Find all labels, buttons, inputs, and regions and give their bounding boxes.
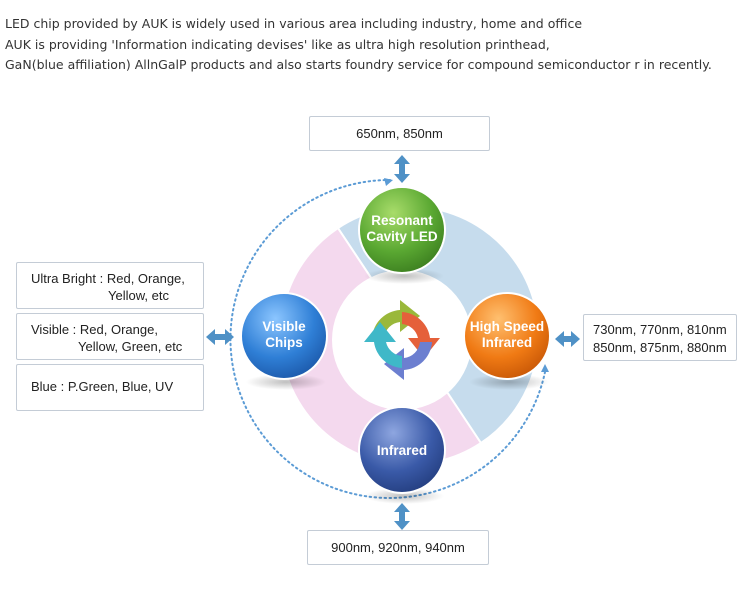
node-right-line2: Infrared: [482, 335, 532, 350]
wavelength-box-bottom: 900nm, 920nm, 940nm: [307, 530, 489, 565]
node-left-line2: Chips: [265, 335, 303, 350]
ultra-bright-line2: Yellow, etc: [108, 288, 169, 303]
node-top-line2: Cavity LED: [366, 229, 438, 244]
arrow-top-icon: [394, 155, 410, 183]
arrow-bottom-icon: [394, 503, 410, 530]
cycle-arrows-icon: [364, 300, 440, 380]
node-right-line1: High Speed: [470, 319, 544, 334]
intro-text: LED chip provided by AUK is widely used …: [5, 14, 745, 76]
wavelength-right-line2: 850nm, 875nm, 880nm: [593, 340, 727, 355]
node-high-speed-infrared: High Speed Infrared: [463, 292, 551, 390]
blue-line1: Blue : P.Green, Blue, UV: [31, 379, 174, 394]
ultra-bright-line1: Ultra Bright : Red, Orange,: [31, 271, 185, 286]
wavelength-box-right: 730nm, 770nm, 810nm 850nm, 875nm, 880nm: [583, 314, 737, 361]
arrow-left-icon: [206, 329, 234, 345]
dotted-orbit: [229, 178, 546, 499]
orbit-arrow-top-icon: [384, 178, 393, 186]
node-infrared: Infrared: [358, 406, 446, 504]
wavelength-box-top: 650nm, 850nm: [309, 116, 490, 151]
wavelength-bottom-text: 900nm, 920nm, 940nm: [331, 540, 465, 555]
visible-line1: Visible : Red, Orange,: [31, 322, 158, 337]
arrow-right-icon: [555, 331, 580, 347]
intro-line-1: LED chip provided by AUK is widely used …: [5, 16, 583, 31]
ultra-bright-box: Ultra Bright : Red, Orange, Yellow, etc: [16, 262, 204, 309]
blue-box: Blue : P.Green, Blue, UV: [16, 364, 204, 411]
node-resonant-cavity-led: Resonant Cavity LED: [358, 186, 446, 284]
node-left-line1: Visible: [262, 319, 306, 334]
visible-box: Visible : Red, Orange, Yellow, Green, et…: [16, 313, 204, 360]
node-top-line1: Resonant: [371, 213, 433, 228]
wavelength-right-line1: 730nm, 770nm, 810nm: [593, 322, 727, 337]
orbit-arrow-right-icon: [541, 364, 549, 372]
wavelength-top-text: 650nm, 850nm: [356, 126, 443, 141]
node-visible-chips: Visible Chips: [240, 292, 328, 390]
center-disc: [332, 270, 472, 410]
intro-line-2: AUK is providing 'Information indicating…: [5, 36, 550, 52]
node-bottom-line1: Infrared: [377, 443, 427, 458]
visible-line2: Yellow, Green, etc: [78, 339, 183, 354]
intro-line-3: GaN(blue affiliation) AllnGalP products …: [5, 57, 712, 72]
